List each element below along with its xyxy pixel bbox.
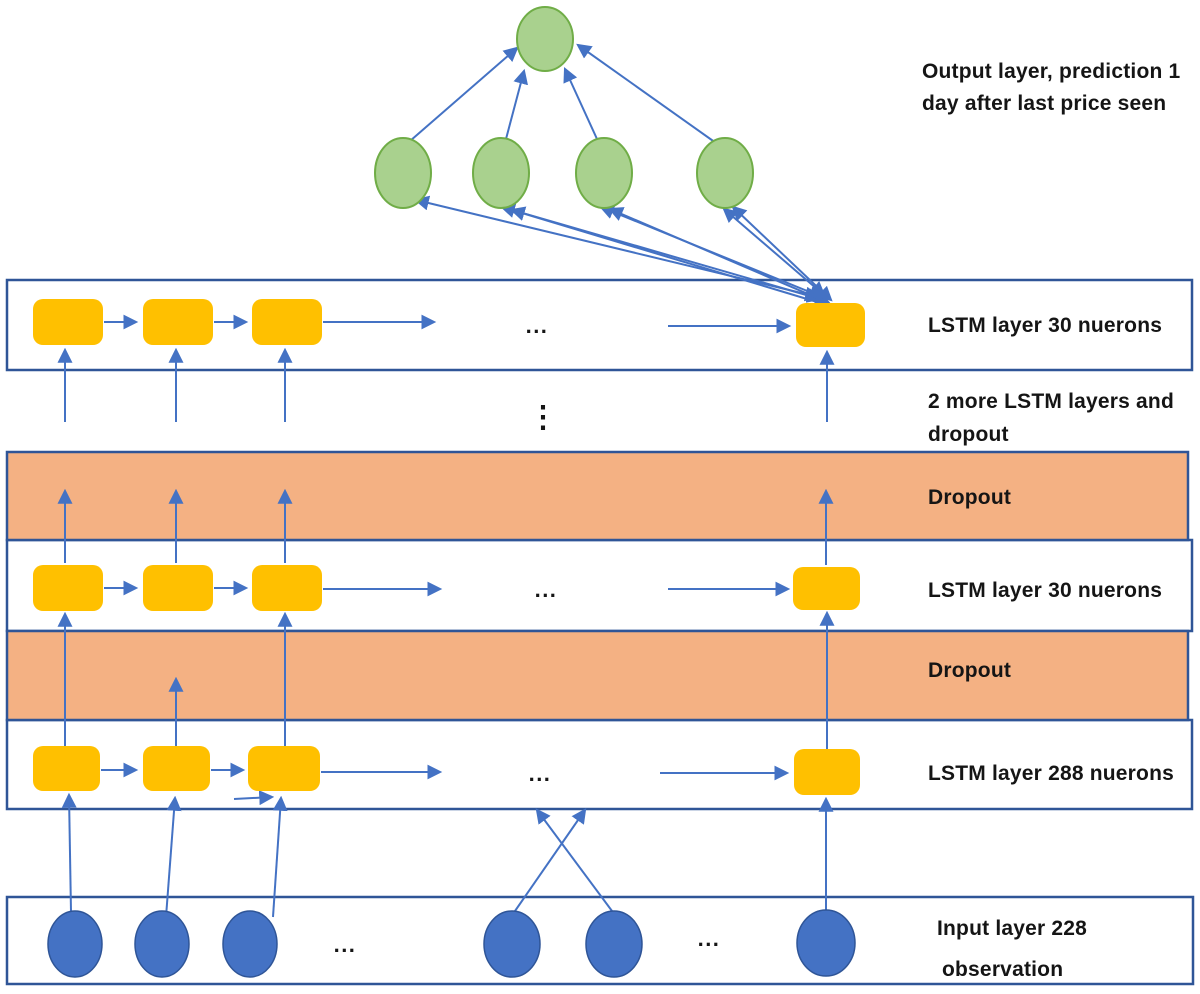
lstm-cell [794,749,860,795]
lstm-cell [143,746,210,791]
input-node [796,909,856,977]
label-more-layers-line2: dropout [928,423,1009,446]
arrow-small-right [233,790,275,806]
label-output-line1: Output layer, prediction 1 [922,60,1181,83]
arrow-input4-up [514,808,587,912]
hidden-node [696,137,754,209]
ellipsis-vertical: ⋮ [528,401,558,434]
dropout-band-1 [5,450,1190,542]
ellipsis-input-left: ... [334,932,357,957]
ellipsis-top-row: ... [526,313,549,338]
ellipsis-input-right: ... [698,926,721,951]
hidden-node [472,137,530,209]
arrow-g3-to-output [563,66,598,140]
arrow-input2-to-cell2 [165,795,182,918]
arrow-g1-to-output [409,46,519,142]
arrow-fan-g4b [731,205,833,302]
input-node [483,910,541,978]
arrow-g4-to-output [576,43,717,144]
label-input-line1: Input layer 228 [937,917,1087,940]
label-dropout-1: Dropout [928,486,1011,509]
lstm-cell [252,565,322,611]
lstm-cell [793,567,860,610]
ellipsis-bottom-row: ... [529,761,552,786]
label-more-layers-line1: 2 more LSTM layers and [928,390,1174,413]
lstm-cell [252,299,322,345]
output-node [516,6,574,72]
lstm-cell [143,565,213,611]
hidden-node [575,137,633,209]
label-output-line2: day after last price seen [922,92,1166,115]
input-node [134,910,190,978]
input-node [585,910,643,978]
dropout-band-2 [5,629,1190,722]
lstm-cell [143,299,213,345]
arrow-input1-to-cell1 [61,792,77,913]
label-lstm-top: LSTM layer 30 nuerons [928,314,1162,337]
lstm-cell [33,746,100,791]
lstm-cell [33,299,103,345]
lstm-cell [796,303,865,347]
arrow-g2-to-output [505,68,528,140]
label-dropout-2: Dropout [928,659,1011,682]
lstm-cell [33,565,103,611]
arrow-input3-to-cell3 [272,795,288,918]
input-node [222,910,278,978]
label-input-line2: observation [942,958,1063,981]
label-lstm-mid: LSTM layer 30 nuerons [928,579,1162,602]
arrow-input5-up [535,808,613,912]
hidden-node [374,137,432,209]
lstm-cell [248,746,320,791]
label-lstm-bottom: LSTM layer 288 nuerons [928,762,1174,785]
ellipsis-mid-row: ... [535,577,558,602]
input-node [47,910,103,978]
